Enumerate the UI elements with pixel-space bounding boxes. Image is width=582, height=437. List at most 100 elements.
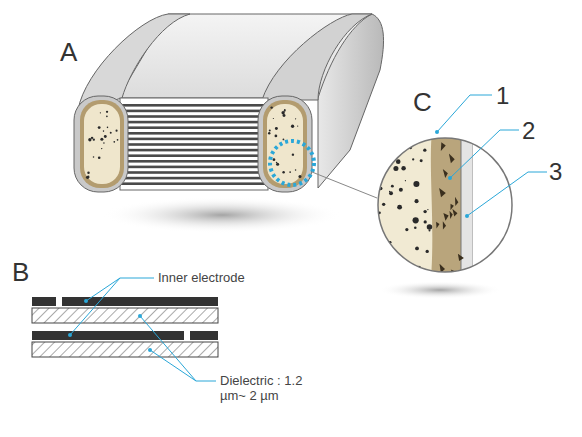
pore-dot: [382, 165, 384, 167]
part-label: Dielectric : 1.2 µm~ 2 µm: [220, 374, 304, 404]
pore-dot: [405, 180, 406, 181]
leader-line: [70, 278, 120, 335]
end-cap: [74, 96, 128, 192]
end-cap-core: [267, 104, 303, 184]
pore-dot: [106, 115, 108, 117]
electrode-stripe: [120, 104, 268, 107]
pore-dot: [394, 138, 396, 140]
pore-dot: [405, 228, 408, 231]
pore-dot: [424, 220, 427, 223]
pore-dot: [394, 143, 400, 149]
flake: [450, 211, 453, 219]
pore-dot: [399, 272, 405, 278]
pore-dot: [106, 111, 108, 113]
pore-dot: [427, 209, 428, 210]
leader-line: [140, 316, 216, 381]
electrode-stripe: [120, 126, 268, 129]
electrode-stripe: [120, 110, 268, 113]
pore-dot: [427, 224, 433, 230]
part-label: Inner electrode: [158, 271, 245, 286]
pore-dot: [100, 112, 101, 113]
pore-dot: [423, 271, 426, 274]
flake: [441, 142, 446, 151]
pore-dot: [392, 137, 396, 141]
pore-dot: [397, 205, 402, 210]
pore-dot: [423, 149, 426, 152]
electrode-stripe: [120, 160, 268, 163]
zoom-line: [312, 172, 377, 198]
zoom-section: [370, 130, 533, 290]
pore-dot: [398, 263, 402, 267]
electrode-stripe: [120, 177, 268, 180]
pore-dot: [298, 175, 301, 178]
pore-dot: [284, 109, 286, 111]
pore-dot: [423, 210, 426, 213]
pore-dot: [398, 143, 404, 149]
leader-line: [86, 278, 154, 301]
pore-dot: [88, 176, 90, 178]
pore-dot: [402, 264, 407, 269]
end-cap-core: [84, 104, 120, 184]
pore-dot: [107, 127, 109, 129]
pore-dot: [283, 114, 286, 117]
zoom-circle: [378, 138, 512, 272]
pore-dot: [389, 191, 393, 195]
leader-line: [467, 172, 547, 216]
pore-dot: [292, 153, 294, 155]
pore-dot: [297, 125, 298, 126]
pore-dot: [88, 138, 91, 141]
pore-dot: [98, 126, 101, 129]
pore-dot: [273, 158, 276, 161]
pore-dot: [275, 135, 278, 138]
leader-line: [437, 95, 492, 132]
callout-label: C: [413, 88, 432, 118]
pore-dot: [415, 199, 419, 203]
pore-dot: [414, 226, 417, 229]
pore-dot: [412, 158, 414, 160]
electrode-stripe: [120, 171, 268, 174]
body-front: [120, 98, 268, 190]
flake: [449, 153, 455, 163]
pore-dot: [268, 132, 270, 134]
pore-dot: [104, 135, 107, 138]
electrode-stripe: [120, 182, 268, 185]
pore-dot: [389, 191, 390, 192]
pore-dot: [381, 144, 383, 146]
pore-dot: [269, 130, 271, 132]
pore-dot: [429, 230, 431, 232]
pore-dot: [110, 132, 112, 134]
end-cap-layer: [263, 100, 307, 188]
flake: [436, 222, 439, 229]
electrode-stripe: [120, 149, 268, 152]
flake: [443, 213, 448, 221]
pore-dot: [420, 159, 423, 162]
pore-dot: [273, 118, 274, 119]
pore-dot: [426, 250, 429, 253]
pore-dot: [413, 181, 419, 187]
pore-dot: [399, 188, 403, 192]
pore-dot: [282, 171, 284, 173]
pore-dot: [93, 139, 95, 141]
pore-dot: [101, 148, 102, 149]
pore-dot: [393, 166, 398, 171]
layer-section: [32, 297, 218, 357]
pore-dot: [401, 166, 405, 170]
leader-line: [150, 350, 196, 381]
electrode-stripe: [120, 132, 268, 135]
end-cap: [262, 14, 372, 100]
electrode-stripe: [120, 143, 268, 146]
flake: [439, 188, 446, 197]
pore-dot: [381, 157, 385, 161]
flake: [458, 254, 464, 261]
flake: [443, 169, 448, 178]
electrode-stripe: [120, 115, 268, 118]
pore-dot: [113, 141, 115, 143]
pore-dot: [382, 263, 387, 268]
pore-dot: [115, 130, 117, 132]
pore-dot: [91, 137, 93, 139]
leader-line: [450, 130, 519, 178]
callout-label: 1: [496, 82, 509, 110]
pore-dot: [283, 138, 285, 140]
end-cap: [78, 14, 190, 110]
